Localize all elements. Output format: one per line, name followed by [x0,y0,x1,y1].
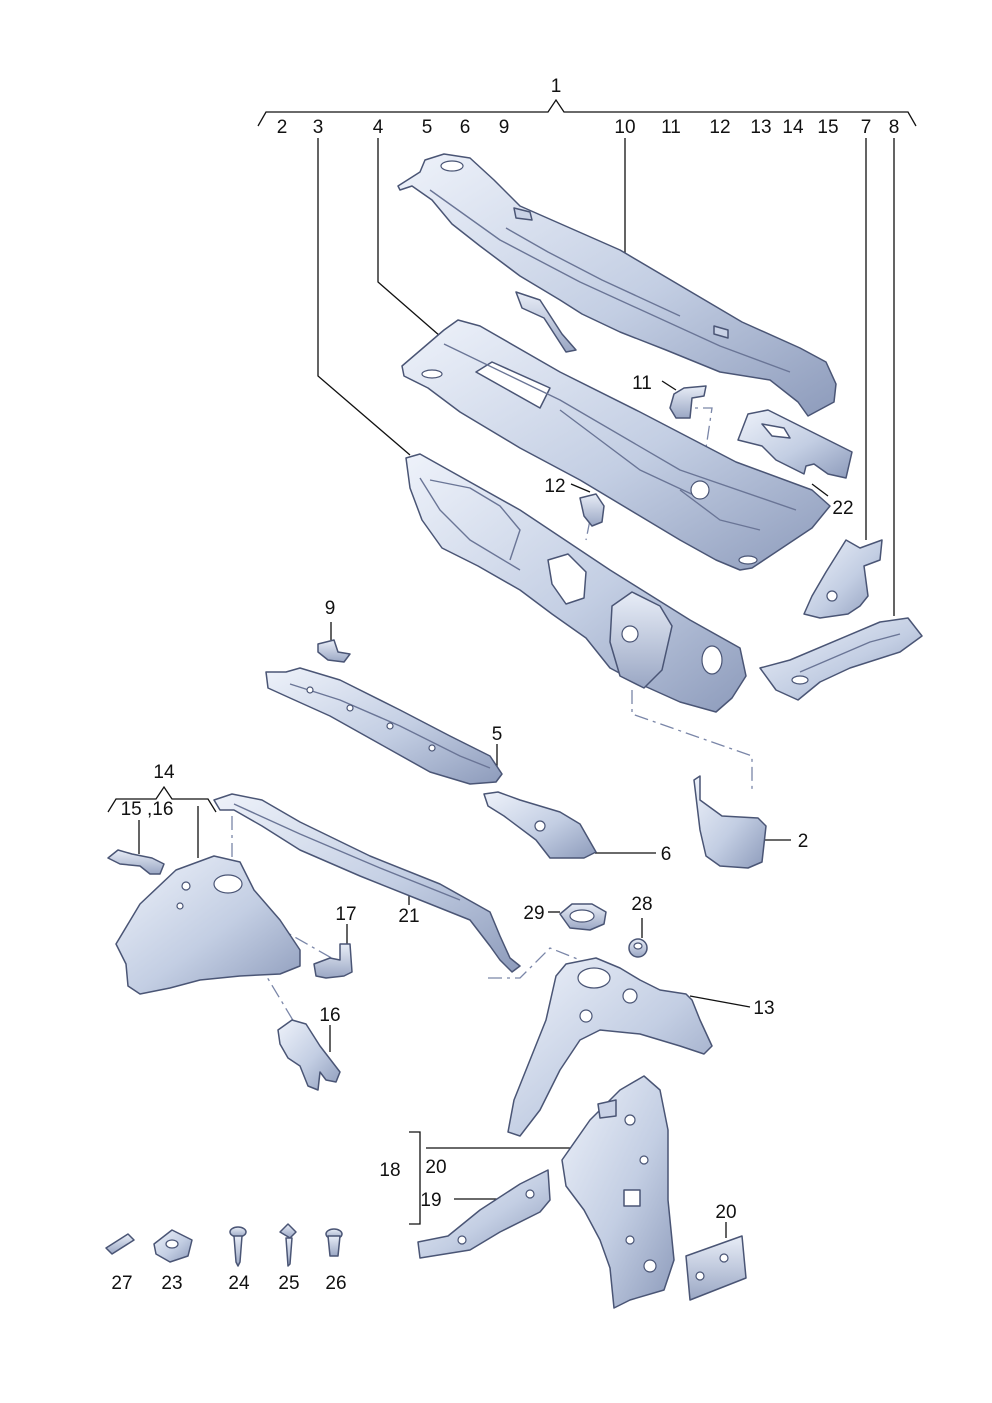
part-2-corner-piece [693,775,767,869]
callout-2-top: 2 [277,117,288,138]
callout-7: 7 [861,117,872,138]
callout-11: 11 [632,373,652,394]
callout-1: 1 [551,76,562,97]
callout-26: 26 [325,1273,346,1294]
part-23-nut [153,1229,193,1263]
callout-22: 22 [832,498,853,519]
part-28-bushing [628,938,648,958]
callout-20-plate: 20 [715,1202,736,1223]
callout-11-top: 11 [661,117,681,138]
callout-14: 14 [153,762,175,783]
callout-5: 5 [492,724,503,745]
part-4-plenum-panel [401,319,831,571]
part-12-clip [579,493,605,527]
callout-29: 29 [523,903,544,924]
callout-18: 18 [379,1160,400,1181]
part-14-strut-tower [115,855,301,995]
callout-10: 10 [614,117,635,138]
callout-12-top: 12 [709,117,730,138]
callout-27: 27 [111,1273,132,1294]
part-21-brace [213,793,521,973]
callout-17: 17 [335,904,356,925]
callout-9: 9 [325,598,336,619]
callout-labels: 1 2 3 4 5 6 9 10 11 12 13 14 15 7 8 11 1… [111,76,899,1294]
part-19-reinforcement [417,1169,551,1259]
part-11-bracket [669,385,707,419]
part-25-screw [279,1223,297,1267]
part-26-bolt [325,1228,343,1257]
callout-24: 24 [228,1273,250,1294]
part-22-seal [737,409,853,479]
part-13-strut-tower [507,957,713,1137]
part-3-bulkhead [405,453,747,713]
callout-2: 2 [798,831,809,852]
callout-12: 12 [544,476,565,497]
callout-4: 4 [373,117,384,138]
callout-20: 20 [425,1157,446,1178]
callout-16: 16 [319,1005,340,1026]
part-16-bracket [277,1019,341,1091]
part-20-plate [685,1235,747,1301]
callout-13: 13 [753,998,774,1019]
part-29-gasket [559,903,607,931]
callout-15-16: 15 ,16 [121,799,174,820]
part-20-pillar [561,1075,675,1309]
part-17-bracket [313,943,353,979]
part-24-screw [229,1226,247,1267]
callout-14-top: 14 [782,117,804,138]
callout-9-top: 9 [499,117,510,138]
part-27-pin [105,1233,135,1255]
callout-25: 25 [278,1273,299,1294]
callout-28: 28 [631,894,652,915]
part-6-bracket [483,791,597,859]
callout-6-top: 6 [460,117,471,138]
part-10-plenum-upper [397,153,837,417]
callout-5-top: 5 [422,117,433,138]
leader-lines [107,138,895,1238]
callout-21: 21 [398,906,419,927]
part-5-cross-member [265,667,503,785]
callout-3: 3 [313,117,324,138]
callout-6: 6 [661,844,672,865]
callout-8: 8 [889,117,900,138]
callout-13-top: 13 [750,117,771,138]
assembly-1-brace [257,98,917,127]
callout-23: 23 [161,1273,182,1294]
part-7-side-bracket [803,539,883,619]
part-15-bracket [107,849,165,875]
callout-19: 19 [420,1190,441,1211]
callout-15-top: 15 [817,117,838,138]
part-9-tab [317,639,351,663]
part-8-rail [759,617,923,701]
